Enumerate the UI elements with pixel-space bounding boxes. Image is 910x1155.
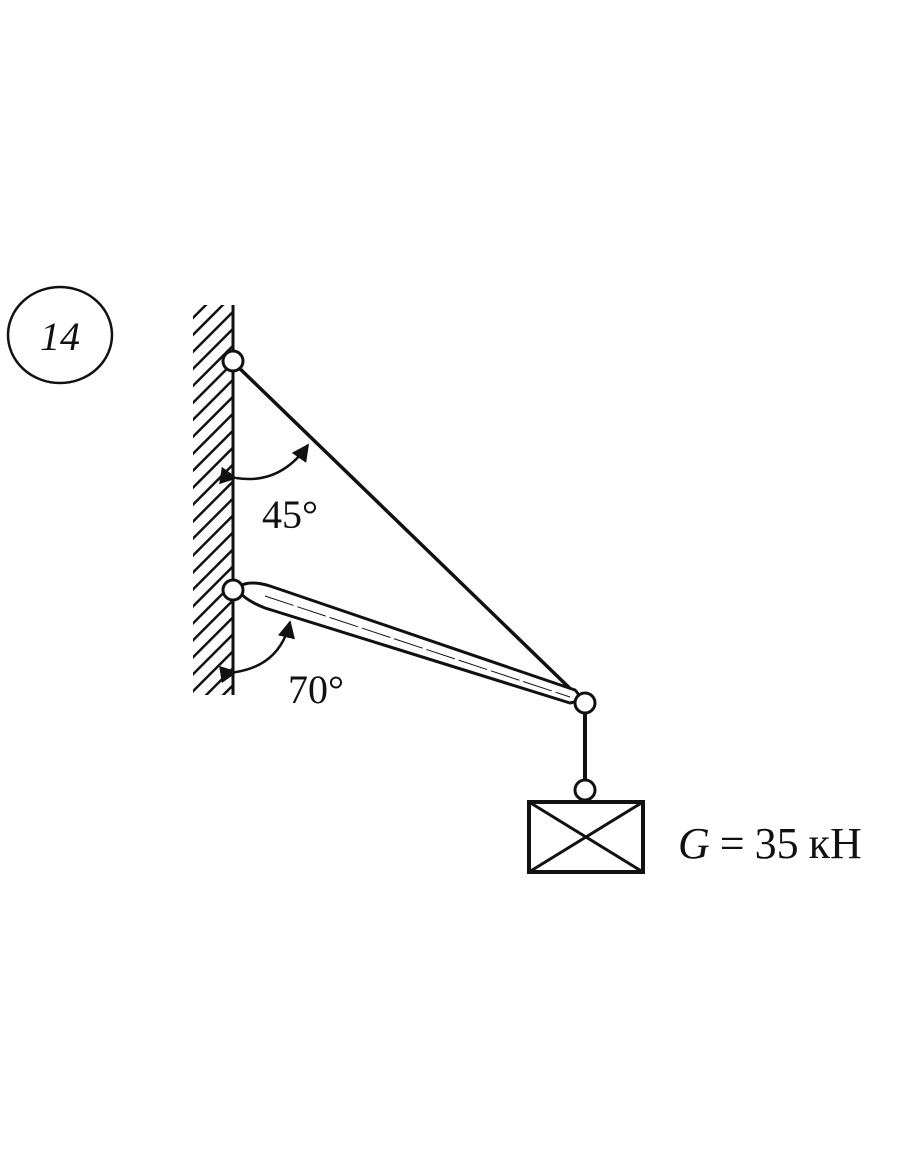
problem-number-badge: 14 xyxy=(6,285,114,385)
angle-arc-70 xyxy=(219,620,295,684)
load-value: 35 xyxy=(755,819,799,868)
angle-label-45: 45° xyxy=(262,492,318,537)
load-hinge xyxy=(573,778,597,802)
load-equals: = xyxy=(720,819,745,868)
load-unit: кН xyxy=(809,819,862,868)
angle-label-70: 70° xyxy=(288,667,344,712)
angle-arc-45 xyxy=(219,443,310,485)
lower-hinge xyxy=(221,578,245,602)
load-symbol: G xyxy=(678,819,710,868)
cable xyxy=(231,360,587,705)
joint-hinge xyxy=(573,691,597,715)
top-hinge xyxy=(221,349,245,373)
problem-number: 14 xyxy=(40,314,80,359)
load-weight xyxy=(527,800,645,874)
